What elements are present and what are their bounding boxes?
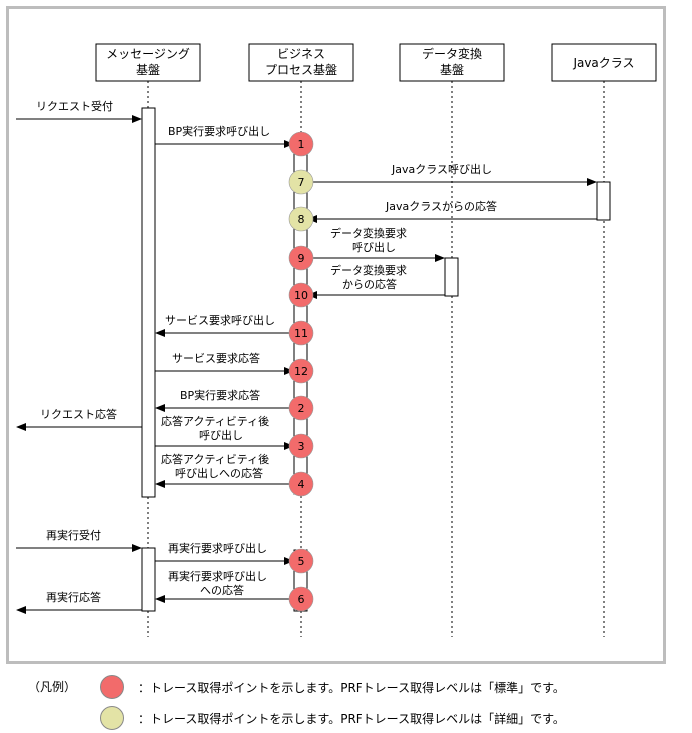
trace-point-label: 4	[298, 478, 305, 491]
trace-point-label: 6	[298, 593, 305, 606]
message-labels: リクエスト受付 BP実行要求呼び出し Javaクラス呼び出し Javaクラスから…	[36, 100, 497, 604]
trace-point-9: 9	[288, 245, 314, 271]
message-label: 再実行受付	[46, 528, 101, 542]
message-label: 応答アクティビティ後	[161, 414, 269, 428]
lifeline-label: プロセス基盤	[265, 63, 337, 77]
trace-point-circle	[288, 245, 314, 271]
trace-point-circle	[288, 282, 314, 308]
lifeline-label: 基盤	[440, 63, 464, 77]
trace-point-10: 10	[288, 282, 314, 308]
lifeline-label: 基盤	[136, 63, 160, 77]
lifelines	[147, 81, 605, 637]
trace-point-7: 7	[288, 169, 314, 195]
trace-point-label: 2	[298, 402, 305, 415]
trace-point-circle	[288, 395, 314, 421]
message-label: 応答アクティビティ後	[161, 452, 269, 466]
lifeline-header-business-process: ビジネス プロセス基盤	[248, 43, 354, 82]
message-label: 再実行要求呼び出し	[168, 541, 267, 555]
trace-point-circle	[288, 548, 314, 574]
message-label: リクエスト受付	[36, 100, 113, 113]
trace-point-label: 12	[294, 365, 308, 378]
lifeline-header-messaging: メッセージング 基盤	[95, 43, 201, 82]
message-label: BP実行要求呼び出し	[168, 124, 270, 138]
activation-messaging-reexec	[141, 547, 156, 612]
trace-point-12: 12	[288, 358, 314, 384]
legend-title: （凡例）	[28, 680, 77, 694]
trace-point-6: 6	[288, 586, 314, 612]
trace-point-4: 4	[288, 471, 314, 497]
legend-row-detail: ：トレース取得ポイントを示します。PRFトレース取得レベルは「詳細」です。	[100, 705, 565, 731]
activation-java-class	[596, 181, 611, 221]
trace-point-label: 11	[294, 327, 308, 340]
lifeline-label: Javaクラス	[572, 56, 634, 70]
trace-point-label: 9	[298, 252, 305, 265]
message-arrows	[16, 115, 597, 614]
trace-point-circle	[288, 206, 314, 232]
legend: （凡例） ：トレース取得ポイントを示します。PRFトレース取得レベルは「標準」で…	[0, 668, 692, 733]
message-label: サービス要求応答	[172, 351, 260, 365]
lifeline-header-data-transform: データ変換 基盤	[399, 43, 505, 82]
lifeline-label: ビジネス	[277, 47, 325, 61]
trace-point-label: 7	[298, 176, 305, 189]
trace-point-8: 8	[288, 206, 314, 232]
trace-point-11: 11	[288, 320, 314, 346]
trace-point-circle	[288, 471, 314, 497]
diagram-frame	[6, 6, 666, 664]
lifeline-header-java-class: Javaクラス	[551, 43, 657, 82]
message-label: データ変換要求	[330, 263, 407, 277]
legend-standard-text: ：トレース取得ポイントを示します。PRFトレース取得レベルは「標準」です。	[138, 680, 565, 695]
legend-detail-text: ：トレース取得ポイントを示します。PRFトレース取得レベルは「詳細」です。	[138, 711, 565, 726]
message-label: 再実行応答	[46, 590, 101, 604]
message-label: への応答	[200, 583, 244, 597]
message-label: からの応答	[342, 277, 397, 291]
trace-point-2: 2	[288, 395, 314, 421]
lifeline-label: データ変換	[422, 46, 482, 61]
legend-row-standard: ：トレース取得ポイントを示します。PRFトレース取得レベルは「標準」です。	[100, 674, 565, 700]
activation-data-transform	[444, 257, 459, 297]
trace-point-circle	[288, 433, 314, 459]
trace-point-circle	[288, 586, 314, 612]
trace-points: 1 7 8 9 10 11 12 2 3 4 5 6	[288, 131, 314, 612]
trace-point-circle	[288, 131, 314, 157]
trace-point-label: 1	[298, 138, 305, 151]
message-label: 呼び出しへの応答	[175, 466, 263, 480]
trace-point-circle	[288, 320, 314, 346]
trace-point-circle	[288, 358, 314, 384]
trace-point-1: 1	[288, 131, 314, 157]
lifeline-label: メッセージング	[106, 47, 190, 61]
trace-point-5: 5	[288, 548, 314, 574]
message-label: 呼び出し	[199, 428, 243, 442]
message-label: 再実行要求呼び出し	[168, 569, 267, 583]
message-label: Javaクラス呼び出し	[391, 162, 492, 176]
trace-point-circle	[288, 169, 314, 195]
message-label: サービス要求呼び出し	[165, 313, 275, 327]
message-label: データ変換要求	[330, 226, 407, 240]
trace-point-label: 3	[298, 440, 305, 453]
trace-point-label: 10	[294, 289, 308, 302]
trace-point-label: 8	[298, 213, 305, 226]
message-label: 呼び出し	[352, 240, 396, 254]
standard-trace-point-icon	[100, 675, 124, 699]
activation-messaging	[141, 107, 156, 498]
message-label: BP実行要求応答	[180, 388, 260, 402]
message-label: リクエスト応答	[40, 407, 117, 421]
trace-point-3: 3	[288, 433, 314, 459]
trace-point-label: 5	[298, 555, 305, 568]
message-label: Javaクラスからの応答	[385, 199, 497, 213]
detail-trace-point-icon	[100, 706, 124, 730]
